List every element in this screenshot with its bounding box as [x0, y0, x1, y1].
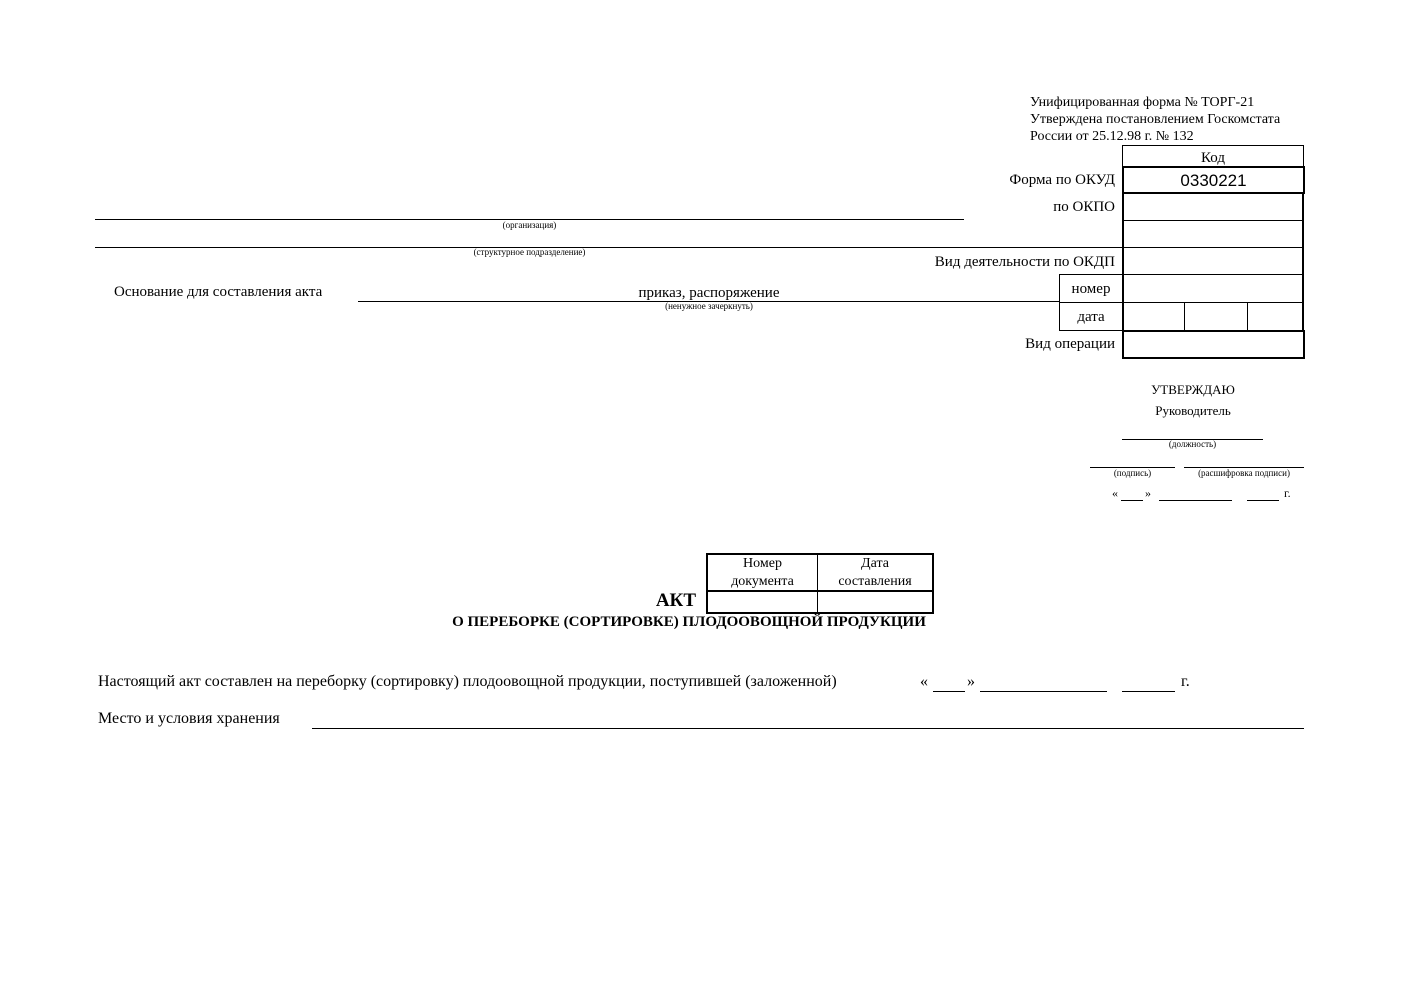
okud-label: Форма по ОКУД: [1009, 172, 1115, 188]
organization-line[interactable]: [95, 219, 964, 220]
okdp-field[interactable]: [1122, 247, 1304, 275]
approve-quote-close: »: [1145, 486, 1151, 500]
date-day-field[interactable]: [1122, 302, 1185, 331]
doc-number-header-l2: документа: [731, 574, 794, 589]
approve-month-line[interactable]: [1159, 500, 1232, 501]
act-title: АКТ: [655, 590, 696, 611]
code-header: Код: [1201, 150, 1225, 166]
act-sentence: Настоящий акт составлен на переборку (со…: [98, 673, 837, 690]
doc-date-field[interactable]: [817, 590, 934, 614]
doc-date-header: Дата составления: [817, 553, 934, 591]
position-line[interactable]: [1122, 439, 1263, 440]
decode-caption: (расшифровка подписи): [1198, 468, 1290, 478]
division-line[interactable]: [95, 247, 1123, 248]
operation-label: Вид операции: [1025, 336, 1115, 352]
body-month-line[interactable]: [980, 691, 1107, 692]
body-year-line[interactable]: [1122, 691, 1175, 692]
okud-value: 0330221: [1180, 171, 1247, 190]
storage-label: Место и условия хранения: [98, 710, 280, 727]
form-approval-line: Утверждена постановлением Госкомстата: [1030, 112, 1281, 127]
organization-caption: (организация): [502, 220, 557, 230]
okpo-label: по ОКПО: [1053, 199, 1115, 215]
approve-quote-open: «: [1112, 486, 1118, 500]
signature-line[interactable]: [1090, 467, 1175, 468]
act-subtitle: О ПЕРЕБОРКЕ (СОРТИРОВКЕ) ПЛОДООВОЩНОЙ ПР…: [452, 614, 926, 630]
decode-line[interactable]: [1184, 467, 1304, 468]
body-quote-open: «: [920, 673, 928, 690]
code-header-cell: Код: [1122, 145, 1304, 167]
position-caption: (должность): [1168, 439, 1217, 449]
date-month-field[interactable]: [1184, 302, 1248, 331]
approve-role: Руководитель: [1155, 403, 1231, 418]
form-approval-date-line: России от 25.12.98 г. № 132: [1030, 129, 1194, 144]
data-label-cell: дата: [1059, 302, 1123, 331]
basis-caption: (ненужное зачеркнуть): [665, 301, 753, 311]
division-code-field[interactable]: [1122, 220, 1304, 248]
data-label: дата: [1077, 309, 1105, 325]
okud-value-cell[interactable]: 0330221: [1122, 166, 1305, 194]
doc-date-header-l1: Дата: [861, 556, 889, 571]
nomer-label: номер: [1071, 281, 1111, 297]
basis-line: [358, 301, 1060, 302]
approve-day-line[interactable]: [1121, 500, 1143, 501]
doc-number-header-l1: Номер: [743, 556, 782, 571]
operation-field[interactable]: [1122, 330, 1305, 359]
basis-value[interactable]: приказ, распоряжение: [638, 285, 780, 301]
nomer-label-cell: номер: [1059, 274, 1123, 303]
date-year-field[interactable]: [1247, 302, 1304, 331]
approve-year-suffix: г.: [1284, 486, 1291, 500]
approve-title: УТВЕРЖДАЮ: [1151, 382, 1235, 397]
body-year-suffix: г.: [1181, 673, 1190, 690]
doc-date-header-l2: составления: [838, 574, 912, 589]
form-name-line: Унифицированная форма № ТОРГ-21: [1030, 95, 1255, 110]
nomer-field[interactable]: [1122, 274, 1304, 303]
basis-label: Основание для составления акта: [114, 284, 323, 300]
signature-caption: (подпись): [1113, 468, 1152, 478]
okpo-field[interactable]: [1122, 193, 1304, 221]
body-quote-close: »: [967, 673, 975, 690]
okdp-label: Вид деятельности по ОКДП: [934, 254, 1115, 270]
doc-number-field[interactable]: [706, 590, 818, 614]
approve-year-line[interactable]: [1247, 500, 1279, 501]
division-caption: (структурное подразделение): [473, 247, 586, 257]
body-day-line[interactable]: [933, 691, 965, 692]
storage-line[interactable]: [312, 728, 1304, 729]
doc-number-header: Номер документа: [706, 553, 818, 591]
